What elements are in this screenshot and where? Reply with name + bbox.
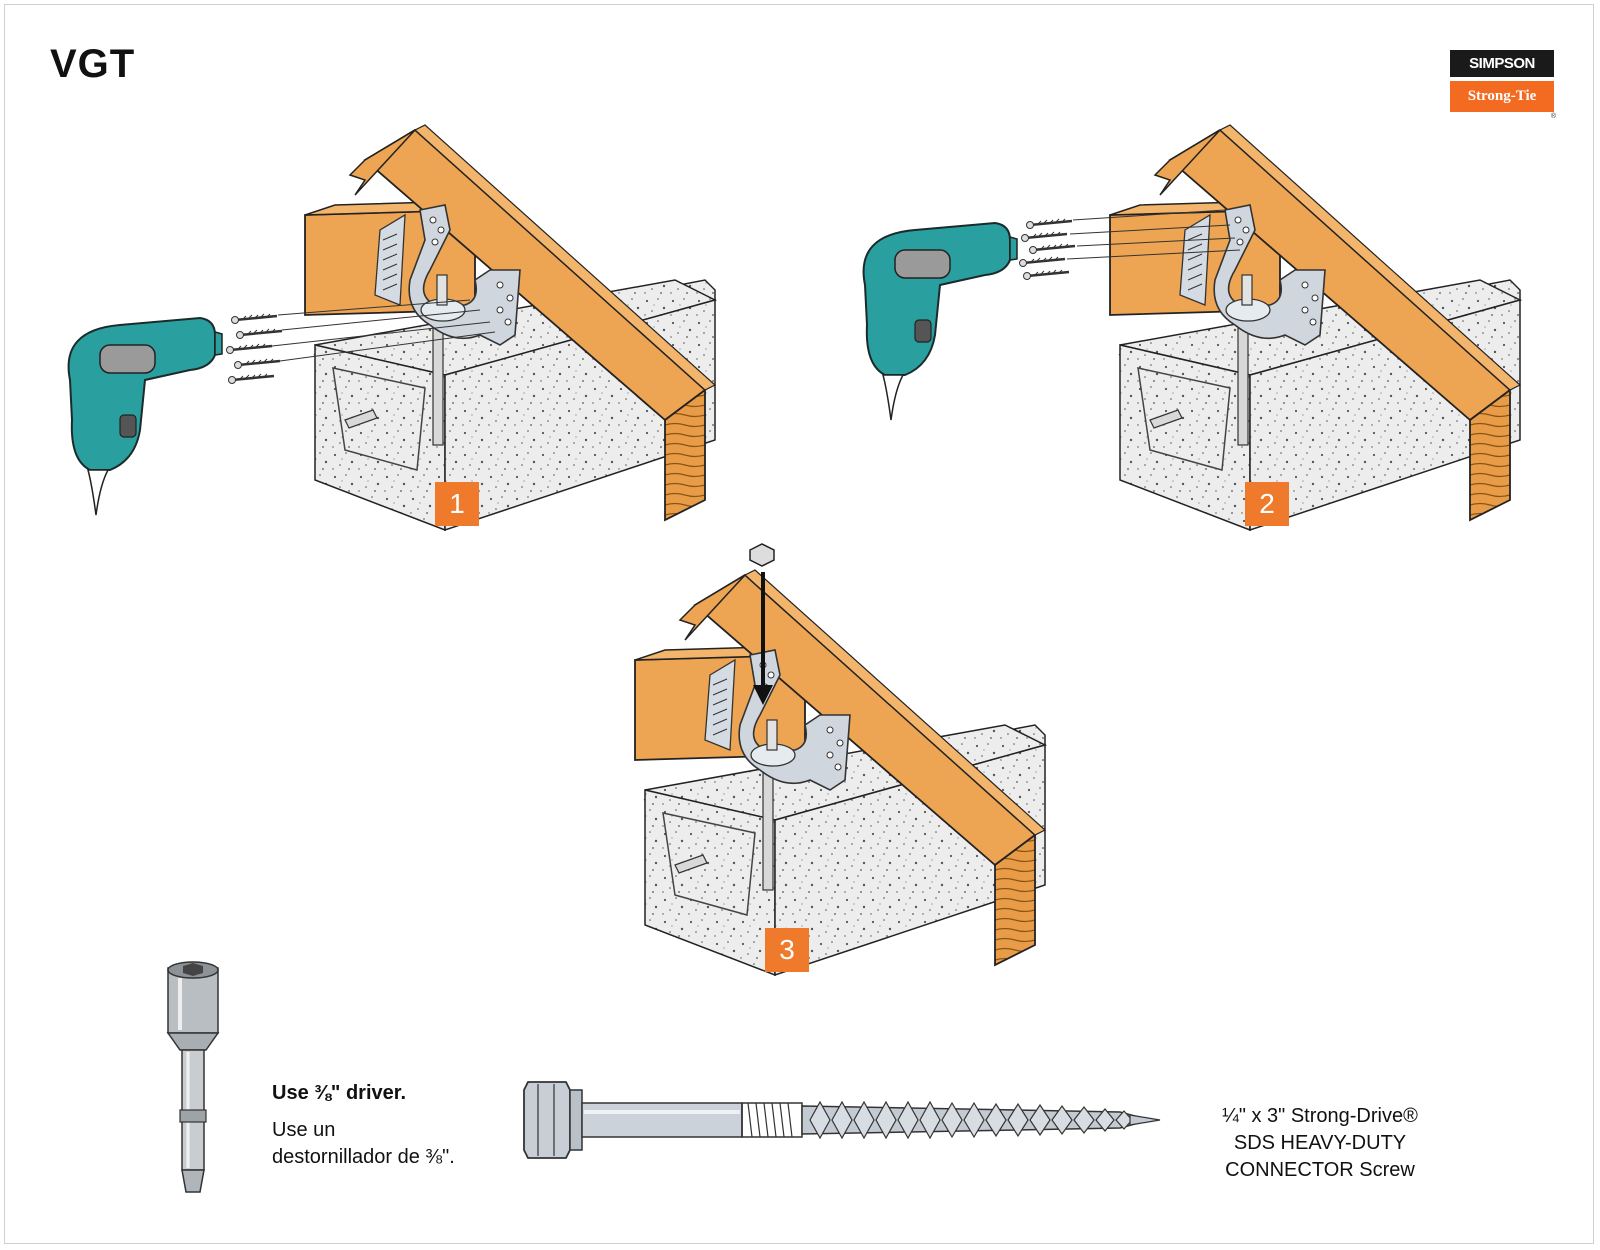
hex-nut-icon [749,543,775,567]
sds-screw-icon [523,1081,1161,1159]
screw-caption-line-2: SDS HEAVY-DUTY [1233,1132,1407,1154]
step-2-illustration [862,124,1521,531]
step-3-illustration [634,543,1046,976]
logo-simpson: SIMPSON [1450,50,1554,77]
drill-icon [862,222,1018,421]
driver-caption-spanish-2: destornillador de ⅜". [272,1146,455,1168]
driver-caption-spanish-1: Use un [272,1119,336,1141]
screw-caption-line-3: CONNECTOR Screw [1225,1159,1415,1181]
screws-being-driven [225,299,496,385]
step-badge-3: 3 [765,928,809,972]
logo-strong-tie: Strong-Tie [1450,81,1554,112]
screw-caption: ¼" x 3" Strong-Drive® SDS HEAVY-DUTY CON… [1190,1103,1450,1184]
screw-caption-line-1: ¼" x 3" Strong-Drive® [1222,1105,1418,1127]
down-arrow-icon [753,572,773,705]
screws-being-driven [1018,209,1241,281]
page-title: VGT [50,42,136,86]
step-1-illustration [67,124,716,531]
logo-registered-mark: ® [1550,113,1556,120]
driver-caption-english: Use ⅜" driver. [272,1082,407,1104]
driver-bit-icon [166,961,220,1193]
step-badge-1: 1 [435,482,479,526]
simpson-strong-tie-logo: SIMPSON Strong-Tie ® [1450,50,1556,120]
step-badge-2: 2 [1245,482,1289,526]
page-frame [4,4,1594,1244]
connector-assembly [304,124,716,531]
drill-icon [67,317,223,516]
connector-assembly [634,569,1046,976]
driver-caption: Use ⅜" driver. Use un destornillador de … [272,1080,455,1171]
connector-assembly [1109,124,1521,531]
